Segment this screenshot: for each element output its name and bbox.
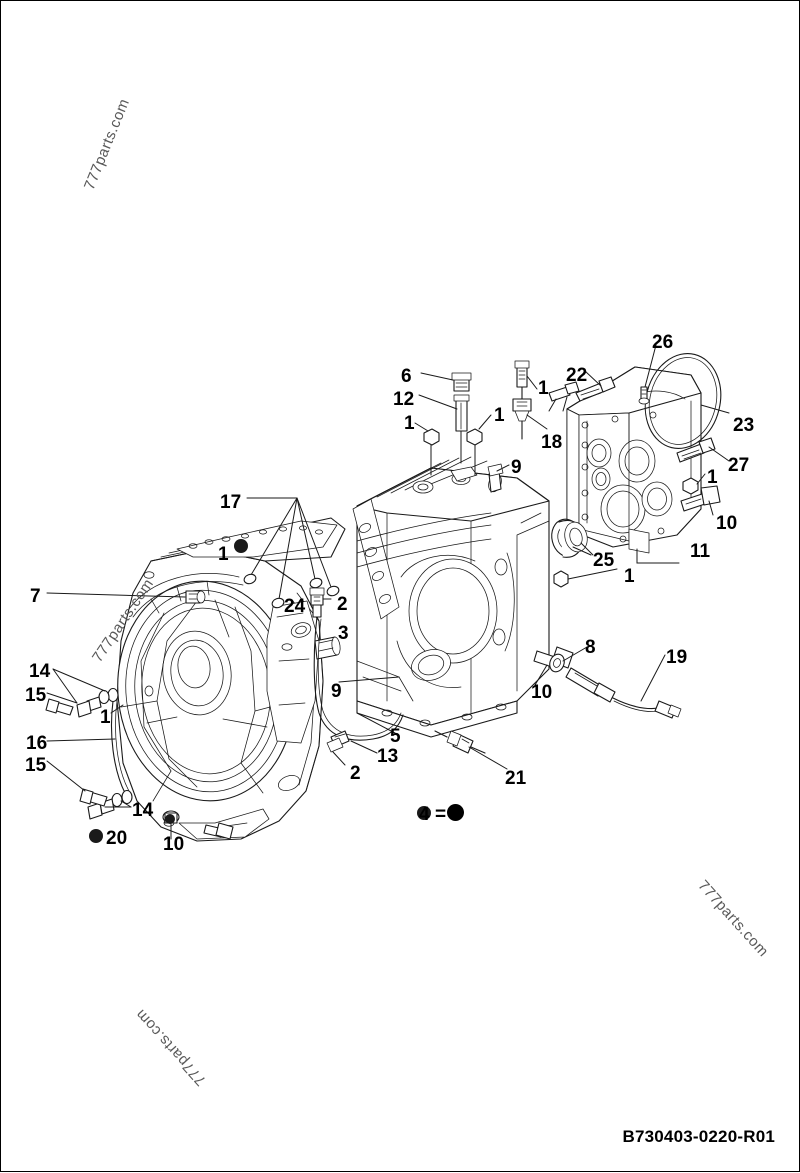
nut-1-b — [466, 428, 483, 446]
callout-1b: 1 — [494, 405, 505, 426]
callout-11: 11 — [690, 541, 711, 562]
hydraulic-hose-13 — [313, 616, 404, 753]
callout-10b: 10 — [163, 834, 185, 855]
speed-sensor-19 — [565, 667, 682, 719]
callout-2b: 2 — [350, 763, 361, 784]
plug-7 — [185, 590, 206, 604]
callout-25: 25 — [593, 550, 615, 571]
pressure-switch-21 — [434, 730, 486, 754]
callout-1g: 1 — [100, 707, 111, 728]
callout-6: 6 — [401, 366, 412, 387]
callout-9a: 9 — [511, 457, 522, 478]
bolt-9-a — [487, 463, 504, 493]
legend-dot-icon — [447, 804, 464, 821]
dot-marker — [165, 814, 175, 824]
dowel-pin-26 — [638, 386, 650, 405]
callout-8: 8 — [585, 637, 596, 658]
callout-27: 27 — [728, 455, 750, 476]
callout-15b: 15 — [25, 755, 47, 776]
legend-item-number: 4 — [419, 804, 430, 825]
callout-22: 22 — [566, 365, 588, 386]
washer-8 — [549, 653, 565, 673]
callout-17: 17 — [220, 492, 242, 513]
legend-equals: = — [435, 804, 447, 825]
oil-seal-25 — [551, 518, 588, 558]
dot-marker — [234, 539, 248, 553]
callout-23: 23 — [733, 415, 755, 436]
adapter-plug-3 — [314, 636, 341, 660]
bolt-15-a — [45, 698, 74, 716]
dot-marker — [417, 806, 431, 820]
callout-14a: 14 — [29, 661, 51, 682]
breather-extension-12 — [453, 394, 470, 464]
callout-1a: 1 — [404, 413, 415, 434]
leader-lines — [46, 344, 730, 840]
hex-bolt-10-b — [203, 822, 234, 840]
callout-1e: 1 — [624, 566, 635, 587]
callout-16: 16 — [26, 733, 48, 754]
nut-1-a — [423, 428, 440, 446]
callout-21: 21 — [505, 768, 527, 789]
gearbox-housing-center — [352, 456, 550, 738]
callout-1c: 1 — [538, 378, 549, 399]
leader-17 — [243, 497, 340, 609]
hex-bolt-10-a — [680, 485, 721, 512]
fitting-24 — [309, 587, 325, 618]
bolt-22-b — [548, 381, 580, 402]
bolt-22 — [575, 376, 616, 402]
callout-10c: 10 — [531, 682, 553, 703]
nut-1-d — [553, 570, 569, 588]
callout-7: 7 — [30, 586, 41, 607]
callout-1d: 1 — [707, 467, 718, 488]
dot-marker — [89, 829, 103, 843]
sensor-18 — [512, 360, 532, 440]
callout-1f: 1 — [218, 544, 229, 565]
breather-cap-6 — [451, 372, 472, 392]
callout-24: 24 — [284, 596, 306, 617]
callout-15a: 15 — [25, 685, 47, 706]
oil-tube-16 — [76, 687, 133, 820]
callout-12: 12 — [393, 389, 415, 410]
callout-5: 5 — [390, 726, 401, 747]
callout-19: 19 — [666, 647, 688, 668]
callout-18: 18 — [541, 432, 563, 453]
callout-9b: 9 — [331, 681, 342, 702]
callout-10a: 10 — [716, 513, 738, 534]
part-number: B730403-0220-R01 — [622, 1127, 775, 1146]
callout-26: 26 — [652, 332, 674, 353]
bolt-27 — [676, 437, 716, 463]
callout-13: 13 — [377, 746, 399, 767]
bell-housing-left — [116, 517, 346, 842]
callout-14b: 14 — [132, 800, 154, 821]
nut-1-c — [682, 477, 699, 495]
end-cover-right — [566, 366, 702, 554]
callout-3: 3 — [338, 623, 349, 644]
callout-20: 20 — [106, 828, 128, 849]
bolt-15-b — [79, 788, 108, 807]
callout-2a: 2 — [337, 594, 348, 615]
